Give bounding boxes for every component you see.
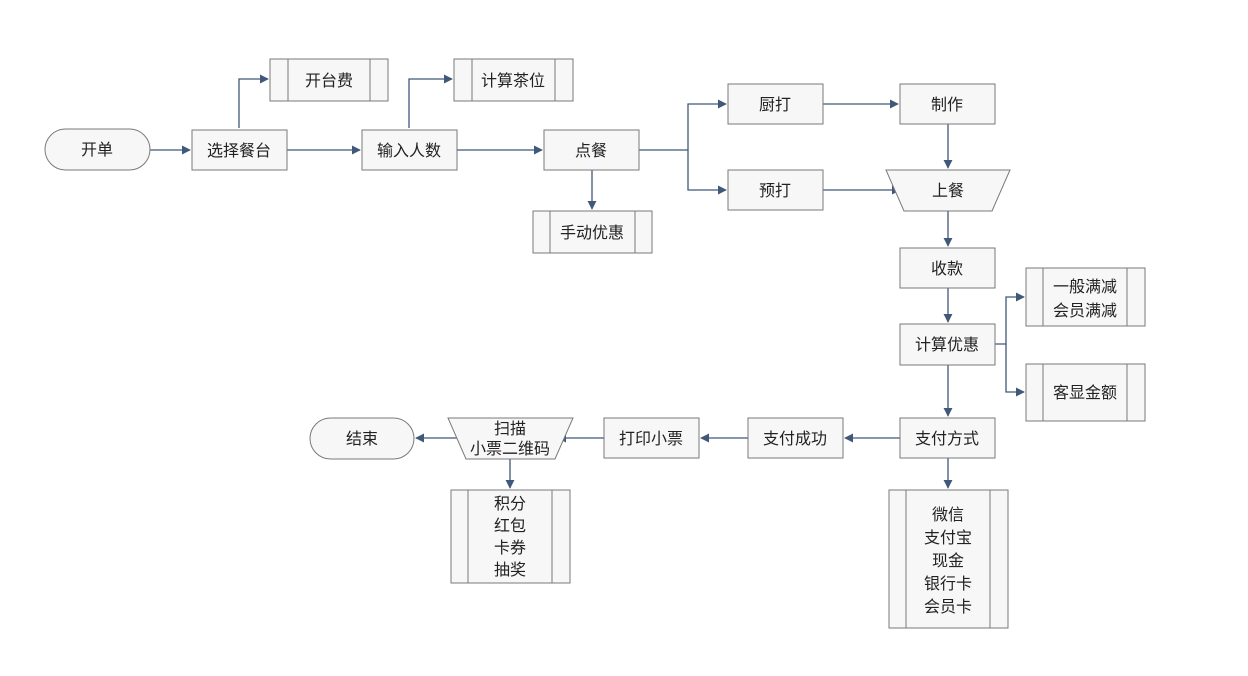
node-full-reduction-line-1: 一般满减 [1053, 277, 1117, 296]
node-end-label: 结束 [346, 429, 378, 448]
node-scan-qr: 扫描 小票二维码 [447, 417, 574, 460]
node-payment-option-5: 会员卡 [924, 597, 972, 616]
node-order: 点餐 [543, 129, 640, 171]
node-end: 结束 [309, 417, 415, 460]
node-rewards-item-4: 抽奖 [494, 560, 526, 579]
node-manual-discount-label: 手动优惠 [560, 223, 624, 242]
node-payment-option-4: 银行卡 [924, 574, 972, 593]
node-serve: 上餐 [885, 169, 1011, 212]
node-input-people-label: 输入人数 [377, 141, 441, 160]
node-scan-qr-line-2: 小票二维码 [470, 439, 550, 458]
node-pre-print-label: 预打 [759, 181, 791, 200]
node-payment-option-3: 现金 [932, 551, 964, 570]
edge-calc-discount-to-full-reduction [995, 292, 1025, 345]
edge-calc-discount-to-customer-display [1005, 344, 1025, 397]
node-payment-option-1: 微信 [932, 505, 964, 524]
node-payment-method: 支付方式 [899, 417, 996, 459]
node-tea-fee-label: 计算茶位 [481, 71, 545, 90]
node-pre-print: 预打 [727, 169, 824, 211]
node-kitchen-print: 厨打 [727, 83, 824, 125]
node-rewards-item-3: 卡券 [494, 538, 526, 557]
node-pay-success-label: 支付成功 [763, 429, 827, 448]
node-make-label: 制作 [931, 95, 963, 114]
node-calc-discount-label: 计算优惠 [915, 335, 979, 354]
edge-input-people-to-tea-fee [408, 74, 453, 128]
node-select-table: 选择餐台 [191, 129, 288, 171]
node-kitchen-print-label: 厨打 [759, 95, 791, 114]
node-customer-display-label: 客显金额 [1053, 383, 1117, 402]
edges [150, 74, 1025, 489]
node-table-fee: 开台费 [269, 58, 389, 102]
node-order-label: 点餐 [575, 141, 607, 160]
node-print-receipt: 打印小票 [603, 417, 700, 459]
node-make: 制作 [899, 83, 996, 125]
node-input-people: 输入人数 [361, 129, 458, 171]
node-payment-method-label: 支付方式 [915, 429, 979, 448]
node-rewards-item-1: 积分 [494, 494, 526, 513]
node-start: 开单 [44, 128, 151, 171]
node-rewards-item-2: 红包 [494, 516, 526, 535]
node-calc-discount: 计算优惠 [899, 323, 996, 366]
node-table-fee-label: 开台费 [305, 71, 353, 90]
edge-order-to-pre-print [687, 150, 727, 195]
node-select-table-label: 选择餐台 [207, 141, 271, 160]
node-full-reduction: 一般满减 会员满减 [1025, 267, 1146, 327]
node-tea-fee: 计算茶位 [453, 58, 574, 102]
node-payment-options: 微信 支付宝 现金 银行卡 会员卡 [888, 489, 1009, 629]
edge-order-to-kitchen-print [639, 99, 727, 151]
node-pay-success: 支付成功 [747, 417, 844, 459]
edge-select-table-to-table-fee [238, 74, 269, 128]
node-manual-discount: 手动优惠 [532, 210, 653, 254]
node-payment-option-2: 支付宝 [924, 528, 972, 547]
node-print-receipt-label: 打印小票 [619, 429, 683, 448]
node-full-reduction-line-2: 会员满减 [1053, 301, 1117, 320]
node-customer-display: 客显金额 [1025, 363, 1146, 422]
node-checkout-label: 收款 [931, 259, 963, 278]
node-rewards: 积分 红包 卡券 抽奖 [450, 489, 571, 584]
node-scan-qr-line-1: 扫描 [494, 419, 526, 438]
node-checkout: 收款 [899, 247, 996, 289]
node-serve-label: 上餐 [932, 181, 964, 200]
node-start-label: 开单 [81, 140, 113, 159]
